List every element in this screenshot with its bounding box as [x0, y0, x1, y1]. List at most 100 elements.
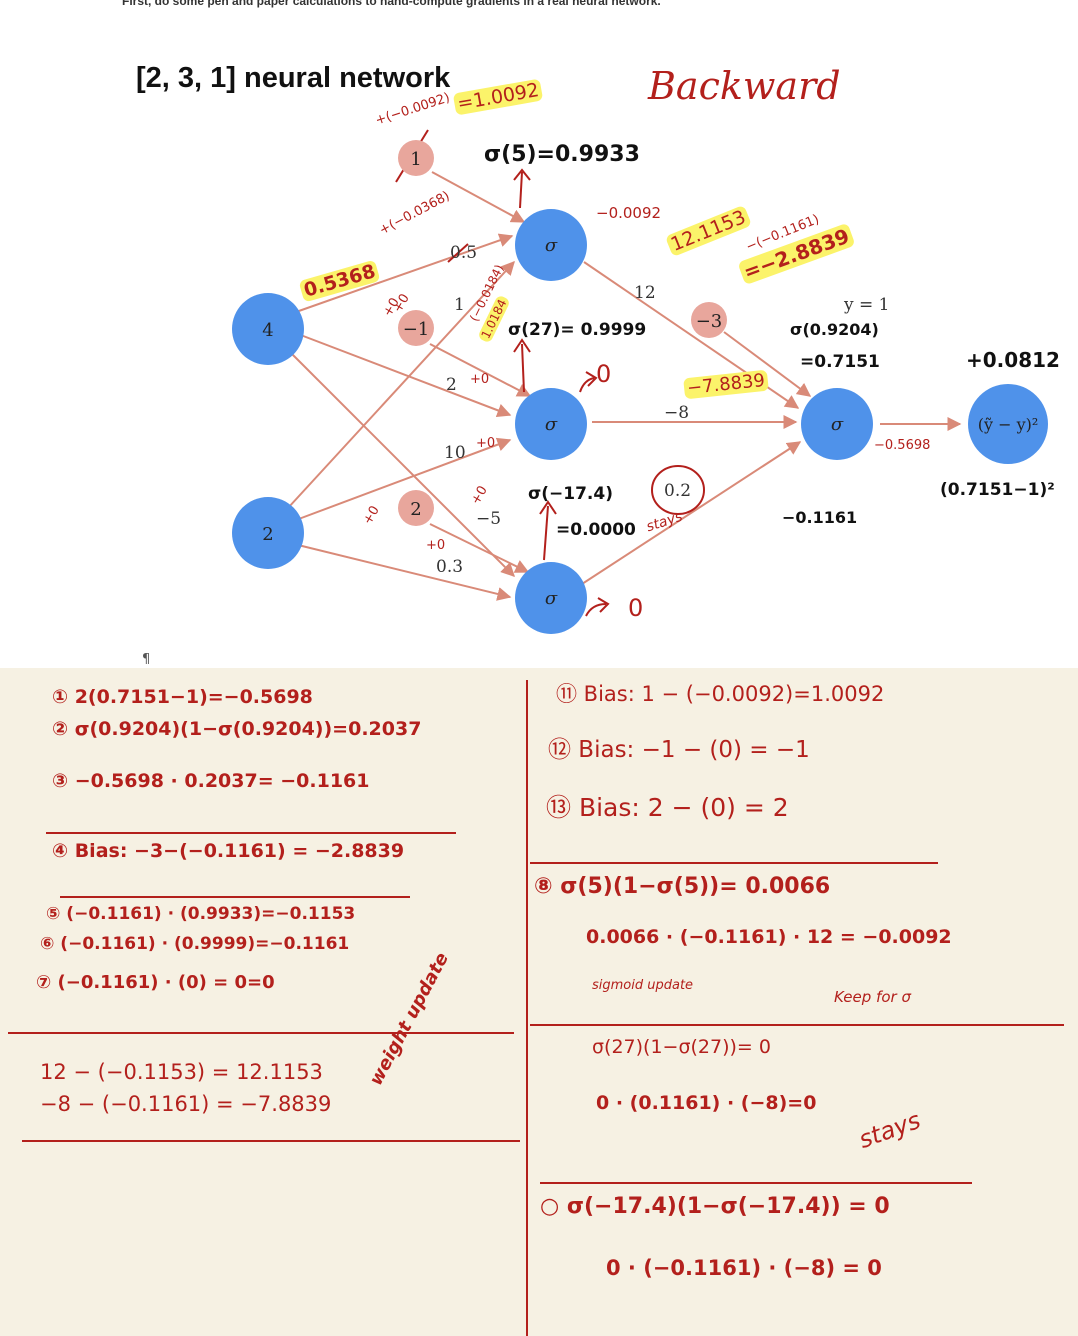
ink-arrow-layer [395, 129, 705, 617]
ann-h2-grad: 0 [596, 360, 612, 388]
note-rule-7 [540, 1182, 972, 1184]
node-layer [232, 140, 1048, 634]
diagram-title: [2, 3, 1] neural network [136, 62, 451, 94]
weight-label-v1: 12 [634, 283, 656, 303]
weight-label-w6: 0.3 [436, 557, 463, 577]
note-rule-3 [8, 1032, 514, 1034]
note-8: ⑧ σ(5)(1−σ(5))= 0.0066 [534, 874, 831, 899]
weight-label-w4: 10 [444, 443, 466, 463]
note-6: ⑥ (−0.1161) · (0.9999)=−0.1161 [40, 934, 350, 954]
node-label-layer: 4 2 σ σ σ σ (ỹ − y)² 1 −1 2 −3 [262, 149, 1038, 609]
output-node [801, 388, 873, 460]
note-12: ⑫ Bias: −1 − (0) = −1 [548, 737, 810, 763]
note-rule-4 [22, 1140, 520, 1142]
bias-node-3 [398, 490, 434, 526]
weight-label-layer: 0.5 1 2 10 −5 0.3 12 −8 0.2 y = 1 [436, 243, 889, 577]
ink-strike-w1 [447, 243, 469, 263]
note-3: ③ −0.5698 · 0.2037= −0.1161 [52, 770, 370, 792]
bias-label-1: 1 [410, 149, 421, 170]
ann-sigma-out: σ(0.9204) [790, 320, 879, 339]
ann-sigma27: σ(27)= 0.9999 [508, 320, 647, 340]
weight-label-w2: 1 [454, 295, 465, 315]
input-node-2 [232, 497, 304, 569]
ann-out-value: =0.7151 [800, 352, 880, 372]
note-7: ⑦ (−0.1161) · (0) = 0=0 [36, 972, 275, 993]
bias-node-1 [398, 140, 434, 176]
target-label: y = 1 [843, 295, 889, 315]
ann-loss-value: +0.0812 [966, 348, 1060, 372]
ann-w6-plus: +0 [426, 538, 446, 553]
edge-in2-h2 [295, 437, 512, 521]
ann-loss-expr: (0.7151−1)² [940, 480, 1055, 500]
note-weight-1: 12 − (−0.1153) = 12.1153 [40, 1060, 323, 1084]
edge-b3-h3 [429, 523, 530, 573]
ann-sigma17: σ(−17.4) [528, 484, 613, 504]
edge-bout-out [723, 331, 812, 397]
edge-in1-h1 [295, 233, 514, 313]
note-stays: stays [855, 1106, 925, 1154]
ann-h3-grad: 0 [628, 594, 644, 622]
ann-loss-grad: −0.5698 [874, 438, 931, 453]
note-8d: Keep for σ [834, 988, 911, 1006]
edge-layer [287, 171, 962, 601]
weight-label-v2: −8 [664, 403, 689, 423]
bias-node-2 [398, 310, 434, 346]
output-label: σ [831, 414, 844, 435]
bias-label-out: −3 [696, 311, 723, 332]
ann-w4-plus: +0 [476, 436, 496, 451]
hidden-node-3 [515, 562, 587, 634]
edge-in1-h2 [297, 333, 512, 418]
note-4: ④ Bias: −3−(−0.1161) = −2.8839 [52, 840, 405, 862]
page-caption: First, do some pen and paper calculation… [122, 0, 661, 8]
edge-in1-h3 [289, 351, 515, 577]
note-rule-5 [530, 862, 938, 864]
note-8c: sigmoid update [592, 978, 694, 993]
note-1: ① 2(0.7151−1)=−0.5698 [52, 686, 313, 708]
ann-sigma5: σ(5)=0.9933 [484, 142, 640, 167]
note-rule-6 [530, 1024, 1064, 1026]
note-8b: 0.0066 · (−0.1161) · 12 = −0.0092 [586, 926, 952, 948]
input-label-2: 2 [262, 524, 273, 545]
note-13: ⑬ Bias: 2 − (0) = 2 [546, 793, 789, 822]
bias-label-2: −1 [403, 319, 430, 340]
notes-paper: ¶ ① 2(0.7151−1)=−0.5698 ② σ(0.9204)(1−σ(… [0, 652, 1078, 1336]
weight-label-w3: 2 [446, 375, 457, 395]
loss-node [968, 384, 1048, 464]
hidden-node-2 [515, 388, 587, 460]
edge-h3-out [581, 441, 802, 585]
ann-sigma17-value: =0.0000 [556, 520, 636, 540]
note-rule-1 [46, 832, 456, 834]
weight-label-w1: 0.5 [450, 243, 477, 263]
note-11: ⑪ Bias: 1 − (−0.0092)=1.0092 [556, 682, 885, 706]
ink-circle-v3 [651, 465, 705, 515]
edge-in2-h3 [297, 544, 512, 601]
edge-b2-h2 [429, 343, 532, 397]
hidden-label-1: σ [545, 235, 558, 256]
network-diagram: 4 2 σ σ σ σ (ỹ − y)² 1 −1 2 −3 0.5 1 2 1… [232, 129, 1048, 634]
ann-w3-plus: +0 [470, 372, 490, 387]
ink-arrow-sigma17 [539, 500, 557, 561]
input-node-1 [232, 293, 304, 365]
ink-arrow-h2grad [579, 371, 598, 393]
note-5: ⑤ (−0.1161) · (0.9933)=−0.1153 [46, 904, 356, 924]
hidden-label-3: σ [545, 588, 558, 609]
loss-label: (ỹ − y)² [978, 415, 1039, 434]
ink-arrow-h3grad [585, 597, 610, 617]
ink-arrow-sigma27 [513, 338, 531, 393]
ink-arrow-sigma5 [513, 168, 531, 209]
pilcrow-mark: ¶ [142, 652, 151, 667]
note-rule-2 [60, 896, 410, 898]
edge-in2-h1 [287, 260, 515, 509]
input-label-1: 4 [262, 320, 273, 341]
note-9b: 0 · (0.1161) · (−8)=0 [596, 1092, 817, 1114]
weight-label-w5: −5 [476, 509, 501, 529]
heading-backward: Backward [648, 64, 841, 108]
notes-divider-vertical [526, 680, 528, 1336]
note-2: ② σ(0.9204)(1−σ(0.9204))=0.2037 [52, 718, 422, 740]
hidden-label-2: σ [545, 414, 558, 435]
note-9: σ(27)(1−σ(27))= 0 [592, 1036, 771, 1058]
edge-b1-h1 [431, 171, 526, 223]
ann-h1-grad: −0.0092 [596, 204, 662, 222]
hidden-node-1 [515, 209, 587, 281]
